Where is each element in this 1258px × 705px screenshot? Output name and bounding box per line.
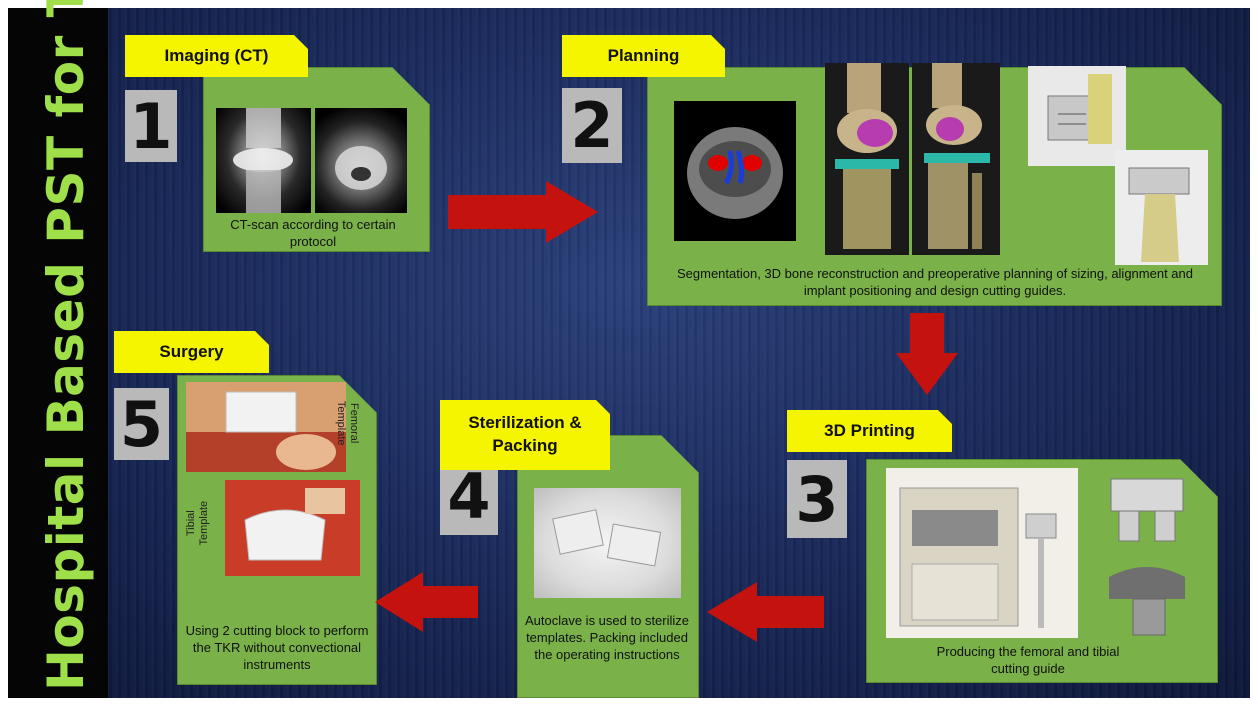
title-sidebar: Hospital Based PST for TKA	[8, 8, 108, 698]
step-1-caption: CT-scan according to certain protocol	[213, 216, 413, 250]
femoral-template-label: Femoral Template	[334, 393, 360, 453]
step-2-number: 2	[562, 88, 622, 163]
step-3-label: 3D Printing	[787, 410, 952, 452]
planning-bone-image-2	[912, 63, 1000, 255]
printed-tibial-guide-image	[1093, 555, 1201, 640]
surgery-femoral-image	[186, 382, 346, 472]
arrow-left-icon	[707, 582, 824, 642]
planning-bone-image-1	[825, 63, 909, 255]
arrow-left-icon	[375, 572, 478, 632]
slide-title: Hospital Based PST for TKA	[37, 31, 95, 691]
step-5-number: 5	[114, 388, 169, 460]
step-2-label: Planning	[562, 35, 725, 77]
step-3-caption: Producing the femoral and tibial cutting…	[918, 643, 1138, 677]
tibial-template-label: Tibial Template	[185, 493, 211, 553]
3d-printer-image	[886, 468, 1078, 638]
step-3-number: 3	[787, 460, 847, 538]
ct-axial-image	[315, 108, 407, 213]
step-2-caption: Segmentation, 3D bone reconstruction and…	[660, 265, 1210, 299]
printed-femoral-guide-image	[1093, 467, 1201, 547]
arrow-down-icon	[896, 313, 958, 395]
step-4-label: Sterilization & Packing	[440, 400, 610, 470]
step-4-caption: Autoclave is used to sterilize templates…	[522, 612, 692, 663]
ct-coronal-image	[216, 108, 311, 213]
step-1-label: Imaging (CT)	[125, 35, 308, 77]
planning-tibial-guide-image	[1115, 150, 1208, 265]
step-5-caption: Using 2 cutting block to perform the TKR…	[182, 622, 372, 673]
planning-axial-image	[674, 101, 796, 241]
planning-femoral-guide-image	[1028, 66, 1126, 166]
step-1-number: 1	[125, 90, 177, 162]
step-5-label: Surgery	[114, 331, 269, 373]
packed-templates-image	[534, 488, 681, 598]
surgery-tibial-image	[225, 480, 360, 576]
arrow-right-icon	[448, 181, 598, 243]
